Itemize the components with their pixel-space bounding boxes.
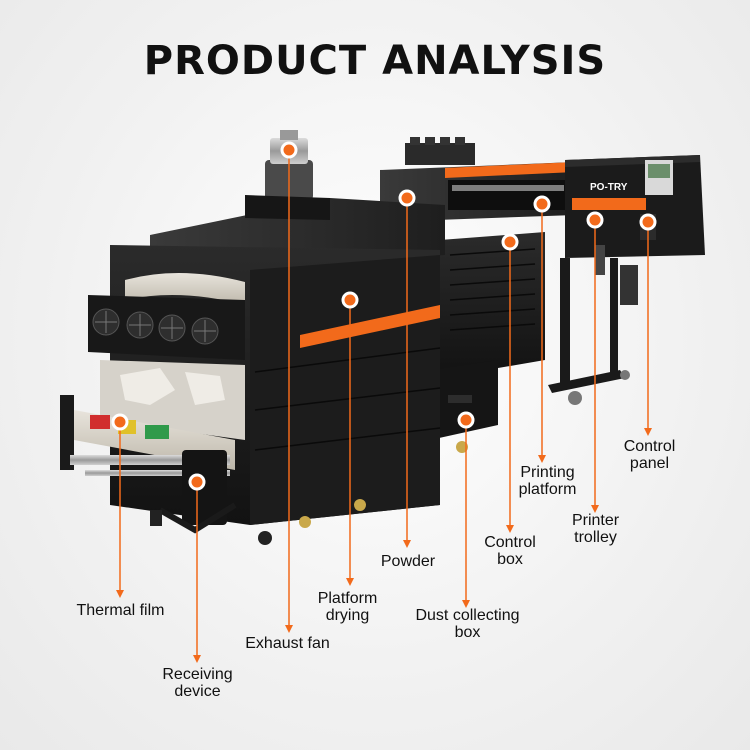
label-dust-collecting-box: Dust collecting box xyxy=(395,607,540,641)
label-line: Printer xyxy=(571,512,620,529)
label-control-panel: Control panel xyxy=(612,438,687,472)
arrow-powder xyxy=(403,540,411,548)
arrow-dust-collecting-box xyxy=(462,600,470,608)
label-platform-drying: Platform drying xyxy=(300,590,395,624)
label-line: platform xyxy=(518,481,577,498)
label-line: panel xyxy=(629,455,670,472)
label-receiving-device: Receiving device xyxy=(140,666,255,700)
dot-receiving-device xyxy=(188,473,206,491)
arrow-control-panel xyxy=(644,428,652,436)
dot-printing-platform xyxy=(533,195,551,213)
arrow-receiving-device xyxy=(193,655,201,663)
arrow-printing-platform xyxy=(538,455,546,463)
page-title: PRODUCT ANALYSIS xyxy=(143,38,607,84)
label-printing-platform: Printing platform xyxy=(505,464,590,498)
control-box-unit xyxy=(430,232,545,453)
dryer-unit xyxy=(60,130,445,545)
arrow-control-box xyxy=(506,525,514,533)
label-line: Printing xyxy=(520,464,575,481)
dot-control-box xyxy=(501,233,519,251)
label-line: Exhaust fan xyxy=(245,635,330,652)
label-line: Platform xyxy=(317,590,378,607)
label-powder: Powder xyxy=(368,553,448,570)
label-line: Dust collecting xyxy=(415,607,520,624)
label-line: Powder xyxy=(380,553,436,570)
label-line: Receiving xyxy=(162,666,233,683)
printer-unit: PO-TRY xyxy=(380,137,705,405)
label-line: Thermal film xyxy=(76,602,165,619)
label-line: Control xyxy=(484,534,536,551)
arrow-printer-trolley xyxy=(591,505,599,513)
arrow-platform-drying xyxy=(346,578,354,586)
label-exhaust-fan: Exhaust fan xyxy=(225,635,350,652)
label-line: drying xyxy=(325,607,370,624)
dot-printer-trolley xyxy=(586,211,604,229)
dot-exhaust-fan xyxy=(280,141,298,159)
arrow-exhaust-fan xyxy=(285,625,293,633)
callouts xyxy=(119,150,649,655)
label-line: device xyxy=(174,683,221,700)
dot-thermal-film xyxy=(111,413,129,431)
label-thermal-film: Thermal film xyxy=(58,602,183,619)
dot-control-panel xyxy=(639,213,657,231)
dot-dust-collecting-box xyxy=(457,411,475,429)
label-printer-trolley: Printer trolley xyxy=(558,512,633,546)
arrow-thermal-film xyxy=(116,590,124,598)
label-control-box: Control box xyxy=(470,534,550,568)
label-line: trolley xyxy=(574,529,617,546)
brand-logo: PO-TRY xyxy=(590,182,628,193)
label-line: box xyxy=(497,551,523,568)
label-line: Control xyxy=(623,438,676,455)
label-line: box xyxy=(454,624,481,641)
dot-platform-drying xyxy=(341,291,359,309)
dot-powder xyxy=(398,189,416,207)
